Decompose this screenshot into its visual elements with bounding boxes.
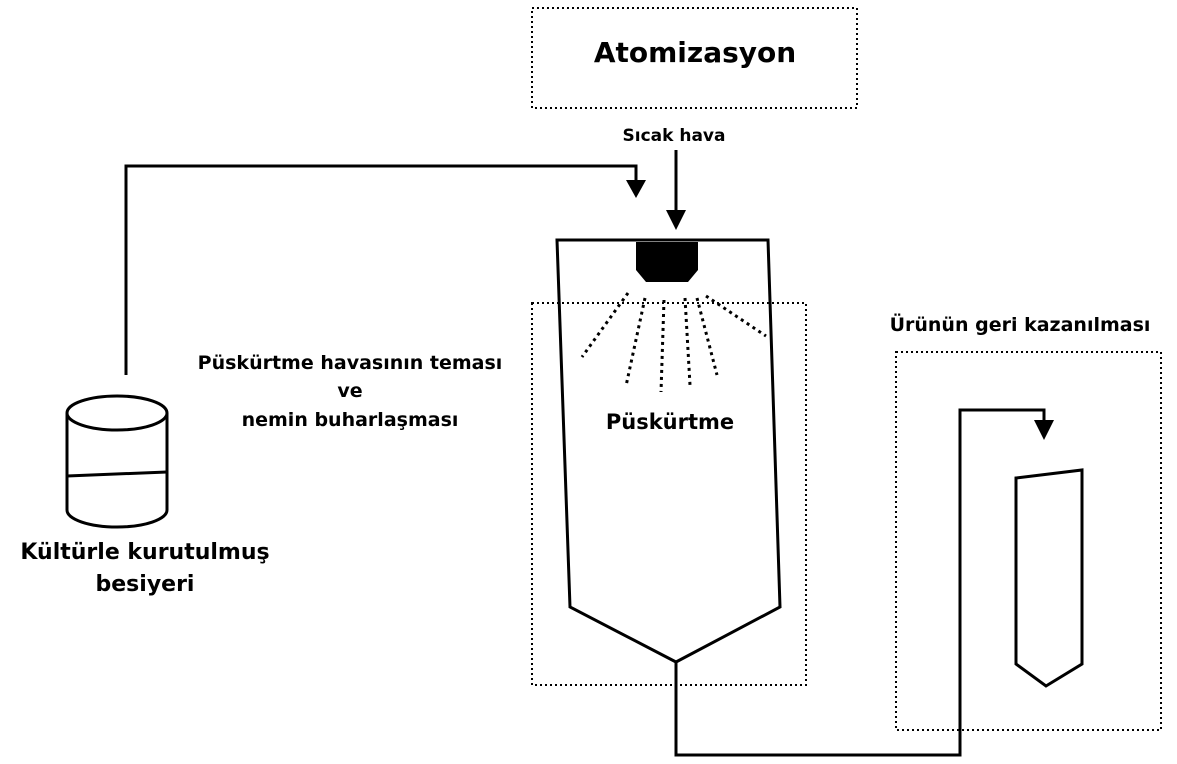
dried-medium-label-line1: Kültürle kurutulmuş [20, 540, 270, 565]
feed-line [124, 164, 638, 375]
product-recovery-box [895, 351, 1162, 731]
spray-zone-box [531, 302, 807, 686]
hot-air-arrowhead [666, 210, 686, 230]
dried-medium-label-line2: besiyeri [95, 572, 195, 597]
spray-label: Püskürtme [605, 410, 735, 434]
spray-contact-label-line1: Püskürtme havasının teması [197, 352, 503, 374]
culture-reservoir [65, 394, 169, 529]
outlet-line-arrowhead [1034, 420, 1054, 440]
product-recovery-label: Ürünün geri kazanılması [889, 314, 1151, 336]
outlet-line [674, 408, 1046, 757]
spray-contact-label-line3: nemin buharlaşması [241, 409, 459, 431]
nozzle [636, 242, 698, 282]
feed-line-arrowhead [626, 180, 646, 198]
hot-air-label: Sıcak hava [622, 126, 726, 146]
atomization-label: Atomizasyon [593, 36, 797, 69]
spray-contact-label-line2: ve [337, 380, 363, 402]
spray-lines [580, 292, 767, 393]
collection-tube [1014, 468, 1084, 688]
atomization-box [531, 7, 858, 109]
drying-chamber [555, 238, 782, 664]
